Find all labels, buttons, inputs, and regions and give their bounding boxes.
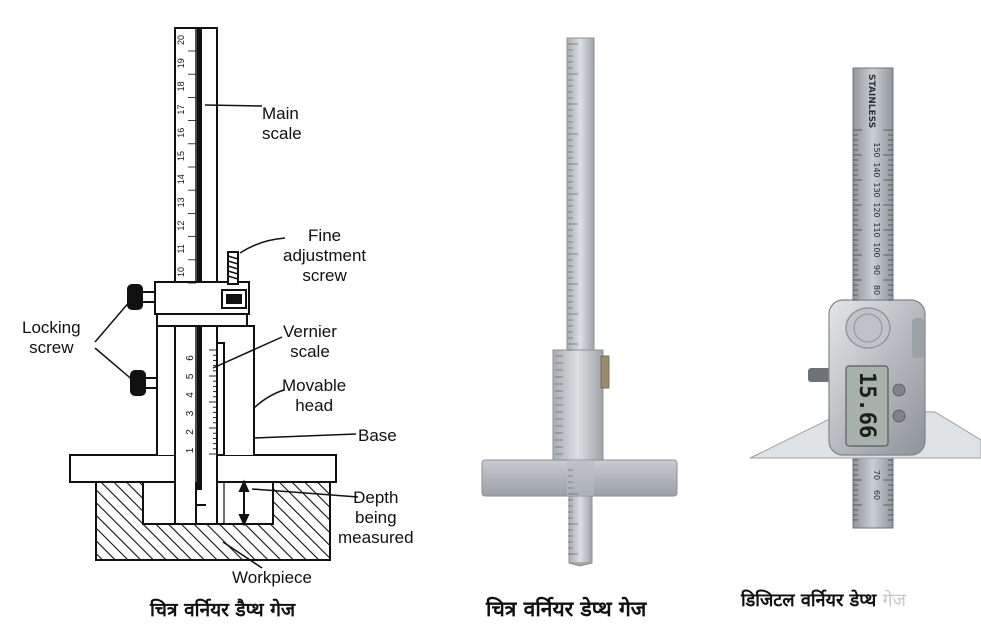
label-fine-line3: screw xyxy=(302,266,347,285)
digital-ruler-tick-label: 110 xyxy=(872,222,881,237)
vernier-tick-label: 3 xyxy=(185,410,196,416)
locking-screw-upper-shank xyxy=(140,291,156,303)
main-scale-tick-label: 11 xyxy=(176,244,186,253)
label-vernier-line1: Vernier xyxy=(283,322,337,341)
main-scale-tick-label: 19 xyxy=(176,58,186,68)
digital-ruler-tick-label: 130 xyxy=(872,182,881,197)
photo-head xyxy=(552,349,604,469)
main-scale-tick-label: 13 xyxy=(176,197,186,207)
main-scale-tick-label: 18 xyxy=(176,81,186,91)
main-scale-tick-label: 17 xyxy=(176,105,186,115)
label-workpiece: Workpiece xyxy=(232,568,312,587)
main-scale-tick-label: 15 xyxy=(176,151,186,161)
main-scale-tick-label: 10 xyxy=(176,267,186,277)
label-locking-line2: screw xyxy=(29,338,74,357)
label-depth-line1: Depth xyxy=(353,488,399,507)
label-locking-line1: Locking xyxy=(22,318,81,337)
vernier-tick-label: 4 xyxy=(185,392,196,398)
label-movable-line1: Movable xyxy=(282,376,347,395)
leader-main-scale xyxy=(204,104,263,107)
digital-lcd-reading: 15.66 xyxy=(854,372,879,438)
main-scale-tick-label: 14 xyxy=(176,174,186,184)
digital-depth-gauge-photo xyxy=(749,67,981,529)
leader-depth xyxy=(251,488,359,498)
label-depth-being-measured: Depth being measured xyxy=(338,488,414,548)
digital-ruler-tick-label: 100 xyxy=(872,242,881,257)
digital-ruler-tick-label: 70 xyxy=(872,470,881,480)
digital-ruler-tick-label: 150 xyxy=(872,142,881,157)
vernier-scale-ticks: 6 5 4 3 2 1 xyxy=(185,349,218,455)
label-fine-adjustment-screw: Fine adjustment screw xyxy=(283,226,366,286)
main-scale-band xyxy=(197,28,202,490)
vernier-tick-label: 5 xyxy=(185,373,196,379)
digital-ruler-tick-label: 120 xyxy=(872,202,881,217)
locking-screw-lower-knob xyxy=(130,370,146,396)
leader-base xyxy=(253,433,357,439)
vernier-depth-gauge-photo xyxy=(481,37,678,567)
locking-screw-lower-shank xyxy=(144,377,158,389)
label-main-scale-line1: Main xyxy=(262,104,299,123)
digital-ruler-graduations: 150 140 130 120 110 100 90 80 70 60 xyxy=(853,129,893,521)
label-depth-line3: measured xyxy=(338,528,414,547)
leader-locking-lower xyxy=(94,347,136,383)
label-main-scale: Main scale xyxy=(262,104,302,144)
main-scale-tick-label: 12 xyxy=(176,221,186,231)
photo-ruler-graduations xyxy=(555,43,578,555)
digital-knob xyxy=(845,307,891,349)
vernier-tick-label: 6 xyxy=(185,355,196,361)
digital-ruler-tick-label: 80 xyxy=(872,285,881,295)
main-scale-tick-label: 20 xyxy=(176,35,186,45)
leader-movable-head xyxy=(253,389,285,409)
digital-ruler-tick-label: 90 xyxy=(872,265,881,275)
caption-left: चित्र वर्नियर डैप्थ गेज xyxy=(150,599,296,621)
label-depth-line2: being xyxy=(355,508,397,527)
main-scale-tick-label: 16 xyxy=(176,128,186,138)
label-fine-line2: adjustment xyxy=(283,246,367,265)
caption-right-main: डिजिटल वर्नियर डेप्थ xyxy=(741,590,877,611)
label-locking-screw: Locking screw xyxy=(22,318,81,358)
caption-center: चित्र वर्नियर डेप्थ गेज xyxy=(486,597,647,621)
leader-fine-adjust xyxy=(239,237,286,254)
caption-right-faded: गेज xyxy=(882,590,907,611)
label-movable-line2: head xyxy=(295,396,334,415)
digital-brand-text: STAINLESS xyxy=(866,74,876,128)
leader-workpiece xyxy=(222,541,263,569)
leader-vernier xyxy=(212,336,283,369)
diagram-drawing xyxy=(69,27,359,569)
label-vernier-scale: Vernier scale xyxy=(283,322,337,362)
leader-locking-upper xyxy=(94,299,132,343)
vernier-tick-label: 2 xyxy=(185,429,196,435)
digital-ruler-tick-label: 60 xyxy=(872,490,881,500)
digital-lcd xyxy=(845,365,889,447)
photo-ruler xyxy=(566,37,595,359)
digital-ruler-tick-label: 140 xyxy=(872,162,881,177)
label-main-scale-line2: scale xyxy=(262,124,302,143)
label-vernier-line2: scale xyxy=(290,342,330,361)
main-scale-ticks: 20 19 18 17 16 15 14 13 12 11 10 xyxy=(176,35,196,284)
label-fine-line1: Fine xyxy=(308,226,342,245)
vernier-tick-label: 1 xyxy=(185,447,196,453)
locking-screw-upper-knob xyxy=(127,284,143,310)
digital-ruler xyxy=(852,67,894,529)
label-base: Base xyxy=(358,426,397,445)
label-movable-head: Movable head xyxy=(282,376,346,416)
caption-right: डिजिटल वर्नियर डेप्थ गेज xyxy=(741,588,906,612)
